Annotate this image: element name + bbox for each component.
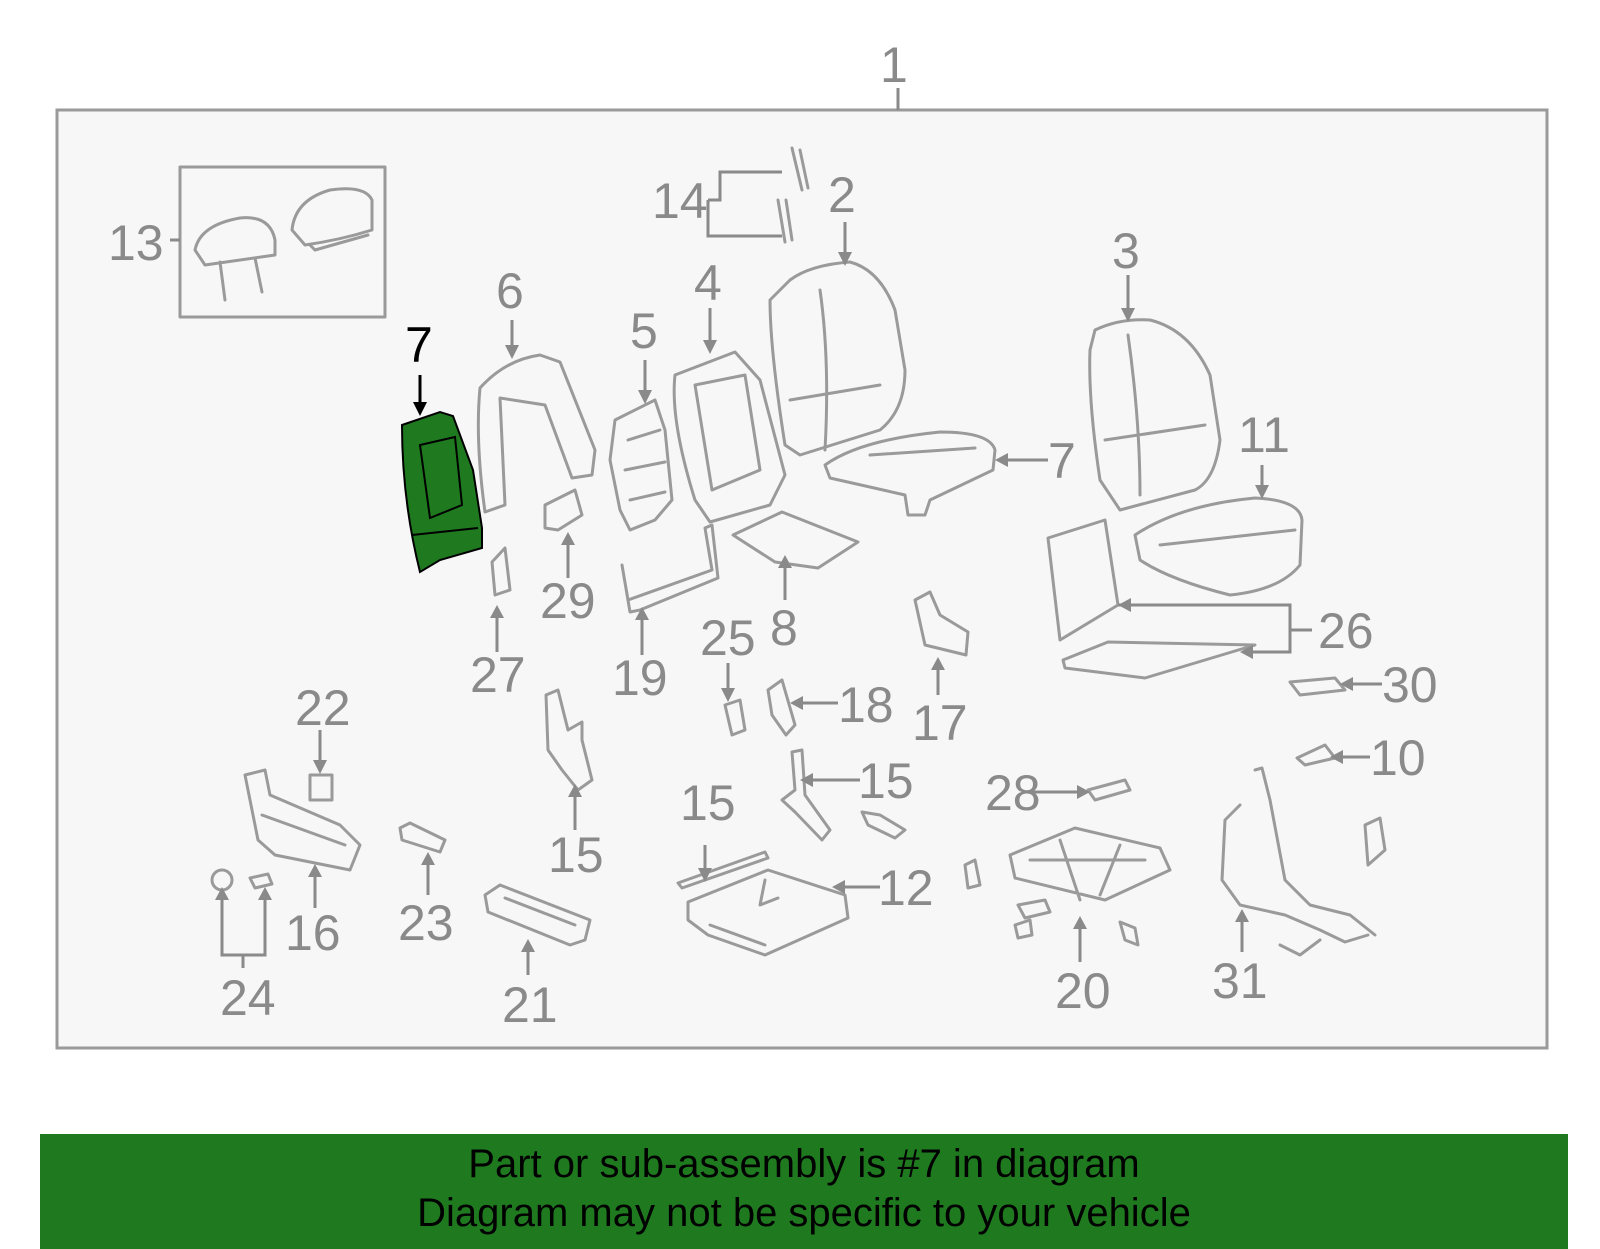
callout-1: 1 — [880, 37, 908, 93]
callout-13: 13 — [108, 215, 164, 271]
callout-3: 3 — [1112, 223, 1140, 279]
cushion-frame-12 — [686, 868, 850, 957]
seat-back-cover-2 — [768, 260, 907, 457]
seat-cushion-11 — [1133, 496, 1304, 597]
callout-17: 16 — [285, 905, 341, 961]
callout-30: 29 — [540, 573, 596, 629]
lumbar-mechanism-5 — [608, 398, 674, 532]
callout-2: 2 — [828, 167, 856, 223]
callout-24: 23 — [398, 895, 454, 951]
callout-23: 22 — [295, 680, 351, 736]
seat-back-panel-7 — [400, 410, 483, 574]
info-banner: Part or sub-assembly is #7 in diagram Di… — [40, 1134, 1568, 1249]
bracket-20 — [620, 523, 720, 614]
callout-18: 17 — [912, 695, 968, 751]
switch-22 — [483, 883, 592, 947]
callout-26: 25 — [700, 610, 756, 666]
callout-7: 7 — [405, 317, 433, 373]
callout-10: 10 — [1370, 730, 1426, 786]
callout-11: 11 — [1238, 407, 1290, 463]
callout-12: 12 — [878, 860, 934, 916]
banner-line-2: Diagram may not be specific to your vehi… — [417, 1191, 1191, 1235]
callout-5: 5 — [630, 303, 658, 359]
headrest-2 — [290, 187, 374, 252]
callout-14: 14 — [652, 173, 708, 229]
callout-8: 7 — [1048, 433, 1076, 489]
seat-back-cover-3 — [1088, 318, 1222, 512]
trim-17 — [243, 768, 362, 872]
callout-15a: 15 — [548, 827, 604, 883]
callout-20: 19 — [612, 650, 668, 706]
headrest-1 — [193, 216, 277, 302]
callout-32: 31 — [1212, 953, 1268, 1009]
trim-28 — [490, 546, 512, 597]
callout-9: 8 — [770, 600, 798, 656]
callout-15b: 15 — [858, 753, 914, 809]
callout-19: 18 — [838, 677, 894, 733]
callout-4: 4 — [694, 255, 722, 311]
seat-track-21 — [1008, 826, 1172, 902]
wiring-harness-32 — [1220, 766, 1387, 957]
callout-22: 21 — [502, 977, 558, 1033]
cover-30 — [543, 488, 584, 532]
panel-27b — [1061, 640, 1257, 680]
callout-6: 6 — [496, 263, 524, 319]
callout-27: 26 — [1318, 603, 1374, 659]
seat-back-frame-4 — [672, 350, 787, 524]
callout-28: 27 — [470, 647, 526, 703]
banner-line-1: Part or sub-assembly is #7 in diagram — [468, 1142, 1140, 1186]
seat-cushion-cover-8 — [823, 430, 997, 517]
seat-back-trim-6 — [476, 353, 597, 514]
callout-31: 30 — [1382, 657, 1438, 713]
callout-21: 20 — [1055, 963, 1111, 1019]
pad-9 — [731, 510, 860, 570]
callout-16: 15 — [680, 775, 736, 831]
callout-29: 28 — [985, 765, 1041, 821]
callout-25: 24 — [220, 970, 276, 1026]
